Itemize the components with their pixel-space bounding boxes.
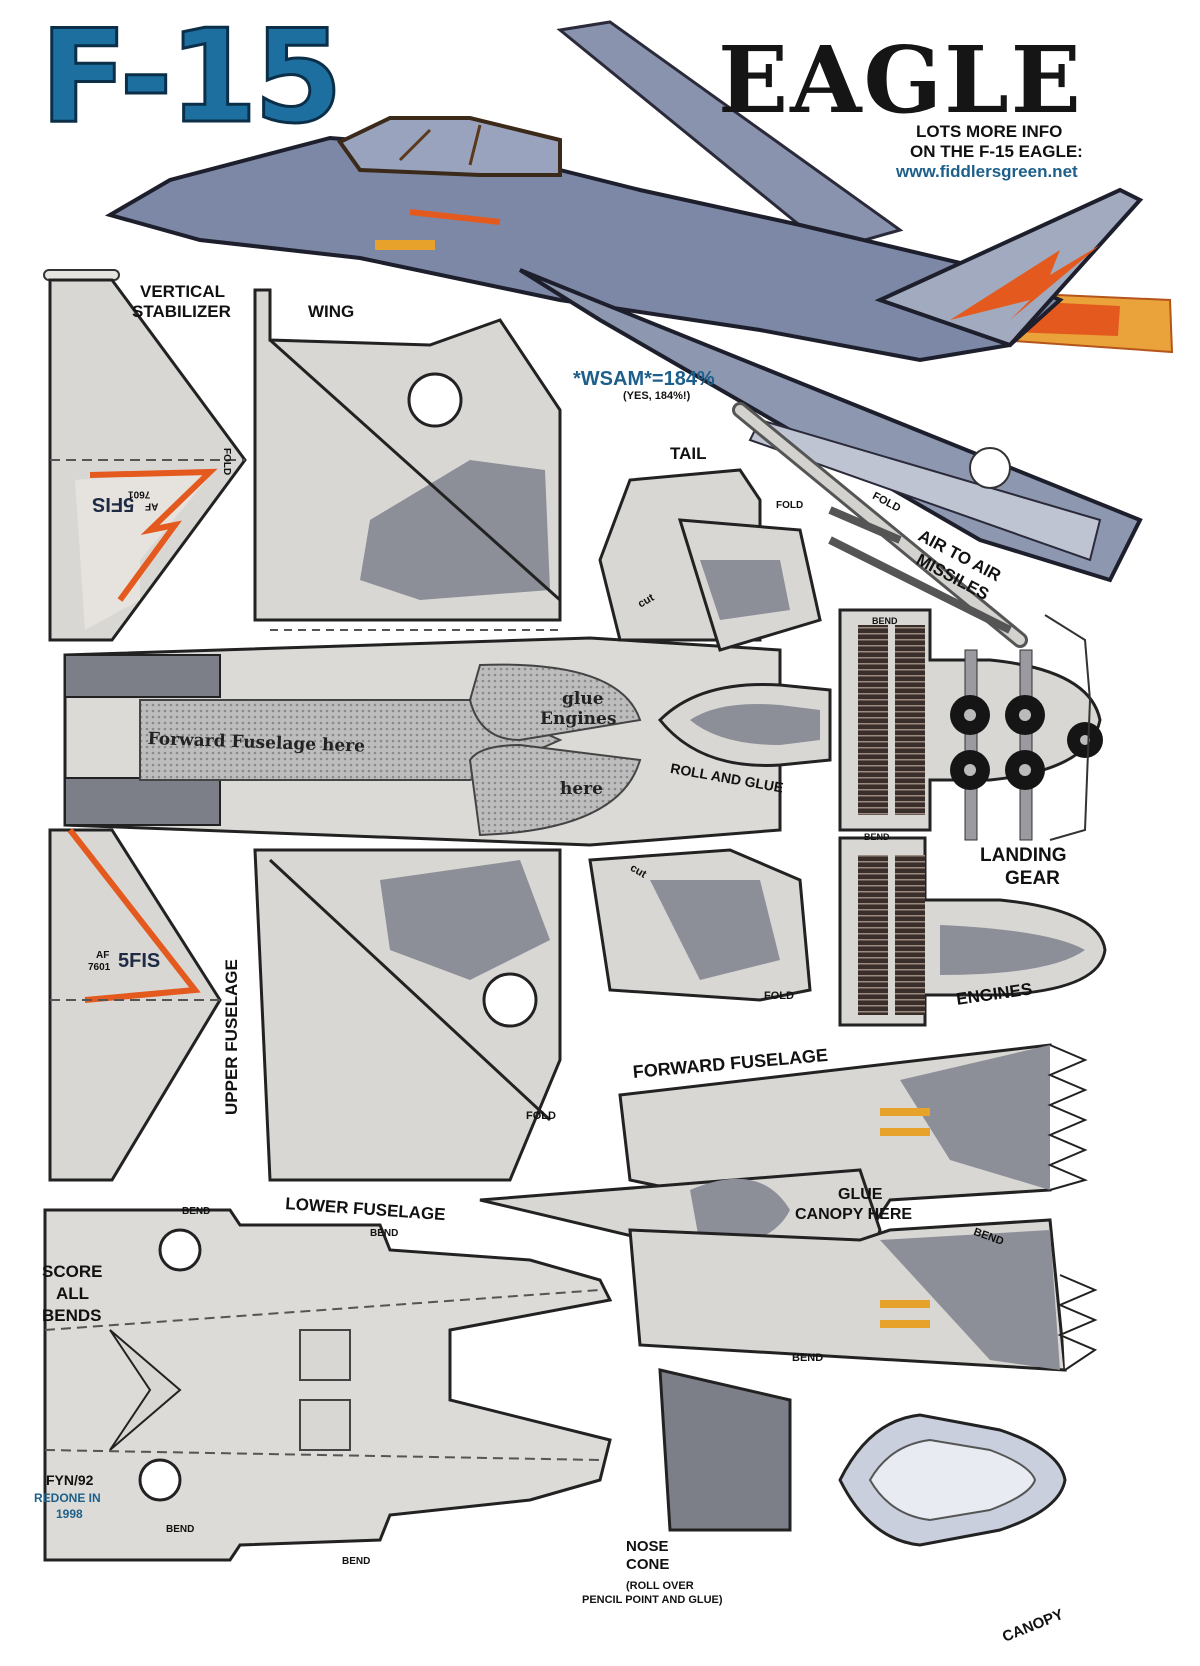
- jet-canopy: [336, 116, 562, 177]
- label-nose-cone-note-2: PENCIL POINT AND GLUE): [582, 1594, 723, 1606]
- note-redone-2: 1998: [56, 1507, 83, 1521]
- label-nose-cone-1: NOSE: [626, 1538, 669, 1555]
- lower-fuselage-part: [43, 1208, 613, 1562]
- tail-code-lower: 5FIS: [118, 950, 161, 972]
- label-tail: TAIL: [670, 444, 707, 463]
- jet-upper-wing: [556, 20, 904, 252]
- vertical-stabilizer-part: [43, 269, 247, 642]
- mark-bend-7: BEND: [166, 1524, 195, 1535]
- mark-fold-4: FOLD: [526, 1110, 556, 1122]
- glue-note-engines-2: Engines: [540, 709, 617, 729]
- serial-lower-1: AF: [96, 950, 110, 961]
- glue-area-engines-bottom: [468, 743, 642, 837]
- canopy-part: [838, 1413, 1067, 1547]
- label-nose-cone-2: CONE: [626, 1556, 670, 1573]
- vertical-stabilizer-part-2: [48, 828, 222, 1182]
- note-score-1: SCORE: [42, 1262, 103, 1281]
- label-glue-canopy-2: CANOPY HERE: [795, 1206, 913, 1223]
- label-wing: WING: [308, 302, 355, 321]
- title-eagle: EAGLE: [718, 26, 1083, 134]
- mark-bend-2: BEND: [864, 832, 890, 842]
- mark-bend-1: BEND: [872, 616, 898, 626]
- label-upper-fuselage: UPPER FUSELAGE: [222, 959, 241, 1115]
- mark-bend-5: BEND: [182, 1206, 211, 1217]
- serial-lower-2: 7601: [88, 962, 111, 973]
- engine-part-2: [838, 836, 1107, 1027]
- jet-illustration: [104, 20, 1174, 583]
- note-score-3: BENDS: [42, 1306, 102, 1325]
- glue-note-engines-1: glue: [562, 689, 604, 709]
- info-line-2: ON THE F-15 EAGLE:: [910, 142, 1083, 161]
- mark-bend-6: BEND: [370, 1228, 399, 1239]
- note-credit: FYN/92: [46, 1472, 94, 1488]
- forward-fuselage-part: [479, 1043, 1098, 1372]
- upper-fuselage-part: [63, 288, 782, 1182]
- info-line-1: LOTS MORE INFO: [916, 122, 1063, 141]
- jet-vertical-tail: [874, 187, 1144, 348]
- landing-gear-part: [950, 614, 1103, 841]
- missiles-part: [732, 402, 1028, 648]
- note-redone-1: REDONE IN: [34, 1491, 101, 1505]
- mark-bend-8: BEND: [342, 1556, 371, 1567]
- note-score-2: ALL: [56, 1284, 90, 1303]
- label-landing-gear-1: LANDING: [980, 845, 1067, 866]
- tail-part: [598, 468, 822, 652]
- scale-value: *WSAM*=184%: [573, 368, 715, 390]
- mark-fold-2: FOLD: [776, 500, 804, 511]
- label-nose-cone-note-1: (ROLL OVER: [626, 1580, 694, 1592]
- mark-bend-3: BEND: [792, 1352, 824, 1364]
- glue-note-engines-3: here: [560, 779, 603, 799]
- mark-fold-1: FOLD: [221, 448, 232, 476]
- label-glue-canopy-1: GLUE: [838, 1186, 883, 1203]
- scale-note: (YES, 184%!): [623, 390, 691, 402]
- serial-upper-2: 7601: [128, 488, 151, 500]
- label-vertical-stabilizer-2: STABILIZER: [132, 302, 231, 321]
- tail-part-2: [588, 848, 812, 1002]
- serial-upper-1: AF: [145, 500, 159, 512]
- mark-fold-3: FOLD: [764, 990, 794, 1002]
- info-url[interactable]: www.fiddlersgreen.net: [896, 162, 1078, 181]
- label-vertical-stabilizer-1: VERTICAL: [140, 282, 225, 301]
- title-f15: F-15: [39, 3, 345, 152]
- label-landing-gear-2: GEAR: [1005, 868, 1060, 889]
- nose-cone-part: [658, 1368, 792, 1532]
- glue-area-engines-top: [468, 663, 642, 742]
